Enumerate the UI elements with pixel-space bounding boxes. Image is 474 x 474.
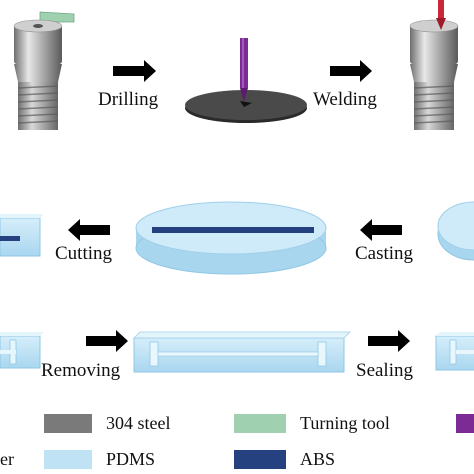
legend-swatch-pdms [44, 450, 92, 469]
legend-label-abs: ABS [300, 450, 335, 468]
legend-label-partial-left: er [0, 450, 14, 468]
pdms-channel-block [134, 332, 350, 372]
legend-label-turning-tool: Turning tool [300, 414, 390, 432]
step-label-casting: Casting [355, 244, 413, 263]
pdms-block-left-row3 [0, 332, 44, 368]
legend-swatch-turning-tool [234, 414, 286, 433]
legend-label-steel: 304 steel [106, 414, 171, 432]
arrow-right-3 [86, 330, 128, 352]
step-label-removing: Removing [41, 361, 120, 380]
pdms-sealed-block-partial [436, 332, 474, 370]
step-label-welding: Welding [313, 90, 377, 109]
pdms-disk-partial-right [438, 202, 474, 260]
step-label-drilling: Drilling [98, 90, 158, 109]
step-label-cutting: Cutting [55, 244, 112, 263]
nozzle-right [410, 0, 458, 130]
cut-pdms-block-left [0, 214, 44, 256]
pdms-disk [136, 202, 326, 274]
arrow-left-1 [68, 219, 110, 241]
abs-strip [152, 227, 314, 233]
legend-label-pdms: PDMS [106, 450, 155, 468]
legend-swatch-steel [44, 414, 92, 433]
legend-swatch-abs [234, 450, 286, 469]
nozzle-left [14, 12, 74, 130]
legend-swatch-drill [456, 414, 474, 433]
arrow-right-1 [113, 60, 156, 82]
arrow-right-2 [330, 60, 372, 82]
disk-with-drill [185, 38, 307, 123]
step-label-sealing: Sealing [356, 361, 413, 380]
arrow-right-4 [368, 330, 410, 352]
arrow-left-2 [360, 219, 402, 241]
